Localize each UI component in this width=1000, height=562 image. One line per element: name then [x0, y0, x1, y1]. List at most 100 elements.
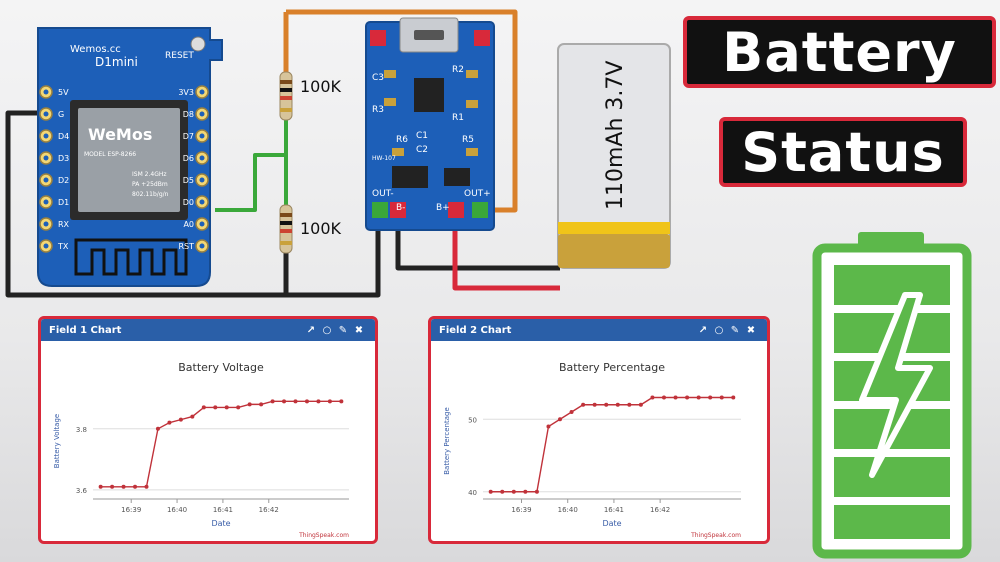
- data-point: [546, 424, 551, 429]
- data-point: [178, 417, 183, 422]
- pin-label-d8: D8: [183, 110, 194, 119]
- data-point: [500, 489, 505, 494]
- chart-title: Battery Percentage: [559, 361, 665, 374]
- board-site: Wemos.cc: [70, 44, 121, 55]
- data-point: [133, 484, 138, 489]
- data-point: [110, 484, 115, 489]
- label-c2: C2: [416, 145, 428, 155]
- x-tick-label: 16:39: [121, 506, 141, 514]
- data-point: [661, 395, 666, 400]
- data-point: [615, 402, 620, 407]
- data-point: [270, 399, 275, 404]
- panel-header: Field 1 Chart ↗ ○ ✎ ✖: [41, 319, 375, 341]
- lightning-bolt-icon: [859, 292, 933, 478]
- data-point: [523, 489, 528, 494]
- pin-label-d0: D0: [183, 198, 194, 207]
- pin-label-5v: 5V: [58, 88, 69, 97]
- data-point: [638, 402, 643, 407]
- data-point: [708, 395, 713, 400]
- data-point: [534, 489, 539, 494]
- data-point: [236, 405, 241, 410]
- data-point: [569, 410, 574, 414]
- pin-label-rx: RX: [58, 220, 70, 229]
- pin-label-g: G: [58, 110, 64, 119]
- charger-ic: [414, 78, 444, 112]
- data-point: [247, 402, 252, 407]
- external-link-icon[interactable]: ↗: [306, 324, 316, 336]
- label-r6: R6: [396, 135, 408, 145]
- series-line: [490, 396, 734, 493]
- data-point: [144, 484, 149, 489]
- pin-label-d6: D6: [183, 154, 194, 163]
- resistor-bottom-label: 100K: [300, 219, 342, 238]
- comment-icon[interactable]: ○: [714, 324, 724, 336]
- panel-header: Field 2 Chart ↗ ○ ✎ ✖: [431, 319, 767, 341]
- battery-charging-icon: [812, 232, 972, 559]
- label-c1: C1: [416, 131, 428, 141]
- label-hw107: HW-107: [372, 155, 396, 162]
- x-tick-label: 16:42: [650, 506, 670, 514]
- x-axis-label: Date: [211, 519, 230, 528]
- pin-label-d4: D4: [58, 132, 69, 141]
- title-battery: Battery: [683, 16, 996, 88]
- data-point: [293, 399, 298, 404]
- y-tick-label: 40: [468, 489, 477, 497]
- data-point: [304, 399, 309, 404]
- antenna-trace: [74, 238, 188, 276]
- data-point: [685, 395, 690, 400]
- data-point: [627, 402, 632, 407]
- x-axis-label: Date: [602, 519, 621, 528]
- module-spec-1: ISM 2.4GHz: [132, 171, 167, 178]
- panel-title: Field 2 Chart: [439, 324, 512, 336]
- close-icon[interactable]: ✖: [354, 324, 364, 336]
- field2-chart-panel: Field 2 Chart ↗ ○ ✎ ✖ Battery Percentage…: [428, 316, 770, 544]
- data-point: [224, 405, 229, 410]
- x-tick-label: 16:40: [167, 506, 187, 514]
- label-c3: C3: [372, 73, 384, 83]
- edit-icon[interactable]: ✎: [730, 324, 740, 336]
- thingspeak-credit: ThingSpeak.com: [298, 532, 349, 539]
- chart-title: Battery Voltage: [178, 361, 264, 374]
- data-point: [650, 395, 655, 400]
- data-point: [327, 399, 332, 404]
- thingspeak-credit: ThingSpeak.com: [690, 532, 741, 539]
- data-point: [511, 489, 516, 494]
- edit-icon[interactable]: ✎: [338, 324, 348, 336]
- module-spec-2: PA +25dBm: [132, 181, 168, 188]
- board-brand: D1mini: [95, 55, 138, 69]
- pin-label-d5: D5: [183, 176, 194, 185]
- data-point: [581, 402, 586, 407]
- label-r2: R2: [452, 65, 464, 75]
- y-axis-label: Battery Percentage: [443, 407, 451, 475]
- y-axis-label: Battery Voltage: [53, 414, 61, 468]
- resistor-top: [279, 71, 293, 121]
- data-point: [282, 399, 287, 404]
- data-point: [604, 402, 609, 407]
- data-point: [696, 395, 701, 400]
- comment-icon[interactable]: ○: [322, 324, 332, 336]
- label-b-minus: B-: [396, 203, 405, 213]
- y-tick-label: 3.8: [76, 426, 87, 434]
- label-r5: R5: [462, 135, 474, 145]
- data-point: [155, 426, 160, 431]
- x-tick-label: 16:39: [511, 506, 531, 514]
- label-out-minus: OUT-: [372, 189, 394, 199]
- module-spec-3: 802.11b/g/n: [132, 191, 169, 198]
- lipo-battery: 110mAh 3.7V: [557, 43, 671, 269]
- pin-label-3v3: 3V3: [178, 88, 194, 97]
- pin-label-d7: D7: [183, 132, 194, 141]
- close-icon[interactable]: ✖: [746, 324, 756, 336]
- label-r1: R1: [452, 113, 464, 123]
- resistor-bottom: [279, 204, 293, 254]
- external-link-icon[interactable]: ↗: [698, 324, 708, 336]
- label-out-plus: OUT+: [464, 189, 491, 199]
- data-point: [98, 484, 103, 489]
- module-brand: WeMos: [88, 125, 152, 144]
- battery-label: 110mAh 3.7V: [603, 61, 628, 210]
- data-point: [201, 405, 206, 410]
- x-tick-label: 16:42: [259, 506, 279, 514]
- data-point: [719, 395, 724, 400]
